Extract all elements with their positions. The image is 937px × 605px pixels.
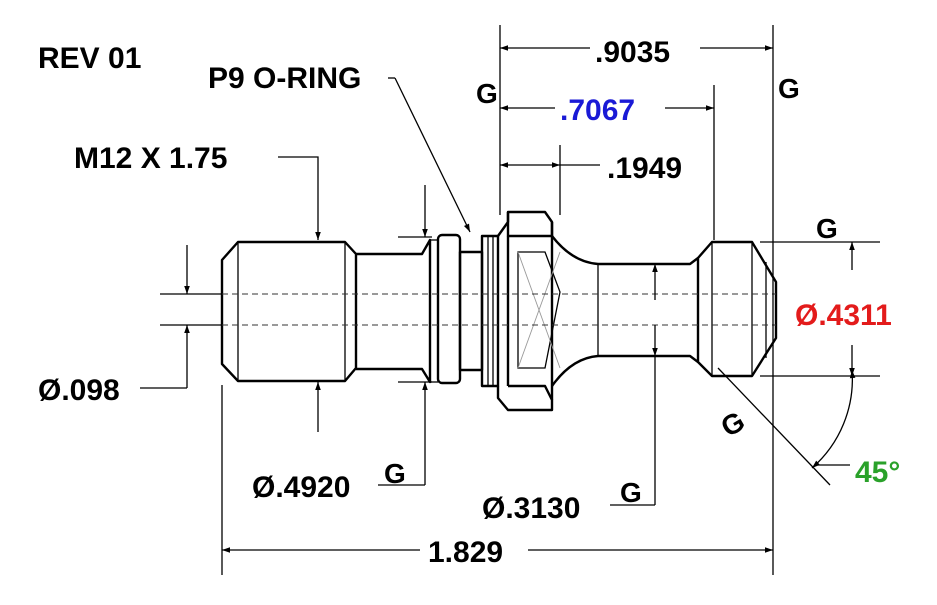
thread-callout: M12 X 1.75: [74, 142, 227, 175]
grind-mark-3: G: [816, 213, 838, 244]
dim-4920: Ø.4920: [252, 471, 350, 504]
dim-angle: 45°: [855, 456, 900, 489]
pull-stud-part: [220, 210, 778, 412]
grind-mark-4: G: [384, 458, 406, 489]
dim-098: Ø.098: [38, 374, 120, 407]
neck-fillet: [551, 235, 699, 266]
grind-mark-6: G: [716, 405, 750, 443]
dim-1949: .1949: [607, 152, 682, 185]
dim-1829: 1.829: [428, 536, 503, 569]
flange: [506, 210, 554, 238]
dim-9035: .9035: [595, 36, 670, 69]
dim-3130: Ø.3130: [482, 492, 580, 525]
shank-section: [356, 238, 432, 384]
dimension-lines: [140, 25, 880, 575]
stud-head: [696, 240, 778, 378]
dim-7067: .7067: [560, 94, 635, 127]
dim-4311: Ø.4311: [795, 299, 892, 332]
grind-mark-5: G: [620, 477, 642, 508]
revision-label: REV 01: [38, 42, 141, 75]
oring-groove: [480, 234, 500, 388]
thread-section: [220, 240, 358, 383]
grind-mark-2: G: [778, 73, 800, 104]
grind-mark-1: G: [476, 78, 498, 109]
oring-callout: P9 O-RING: [208, 62, 361, 95]
collar-ring-1: [436, 233, 462, 385]
